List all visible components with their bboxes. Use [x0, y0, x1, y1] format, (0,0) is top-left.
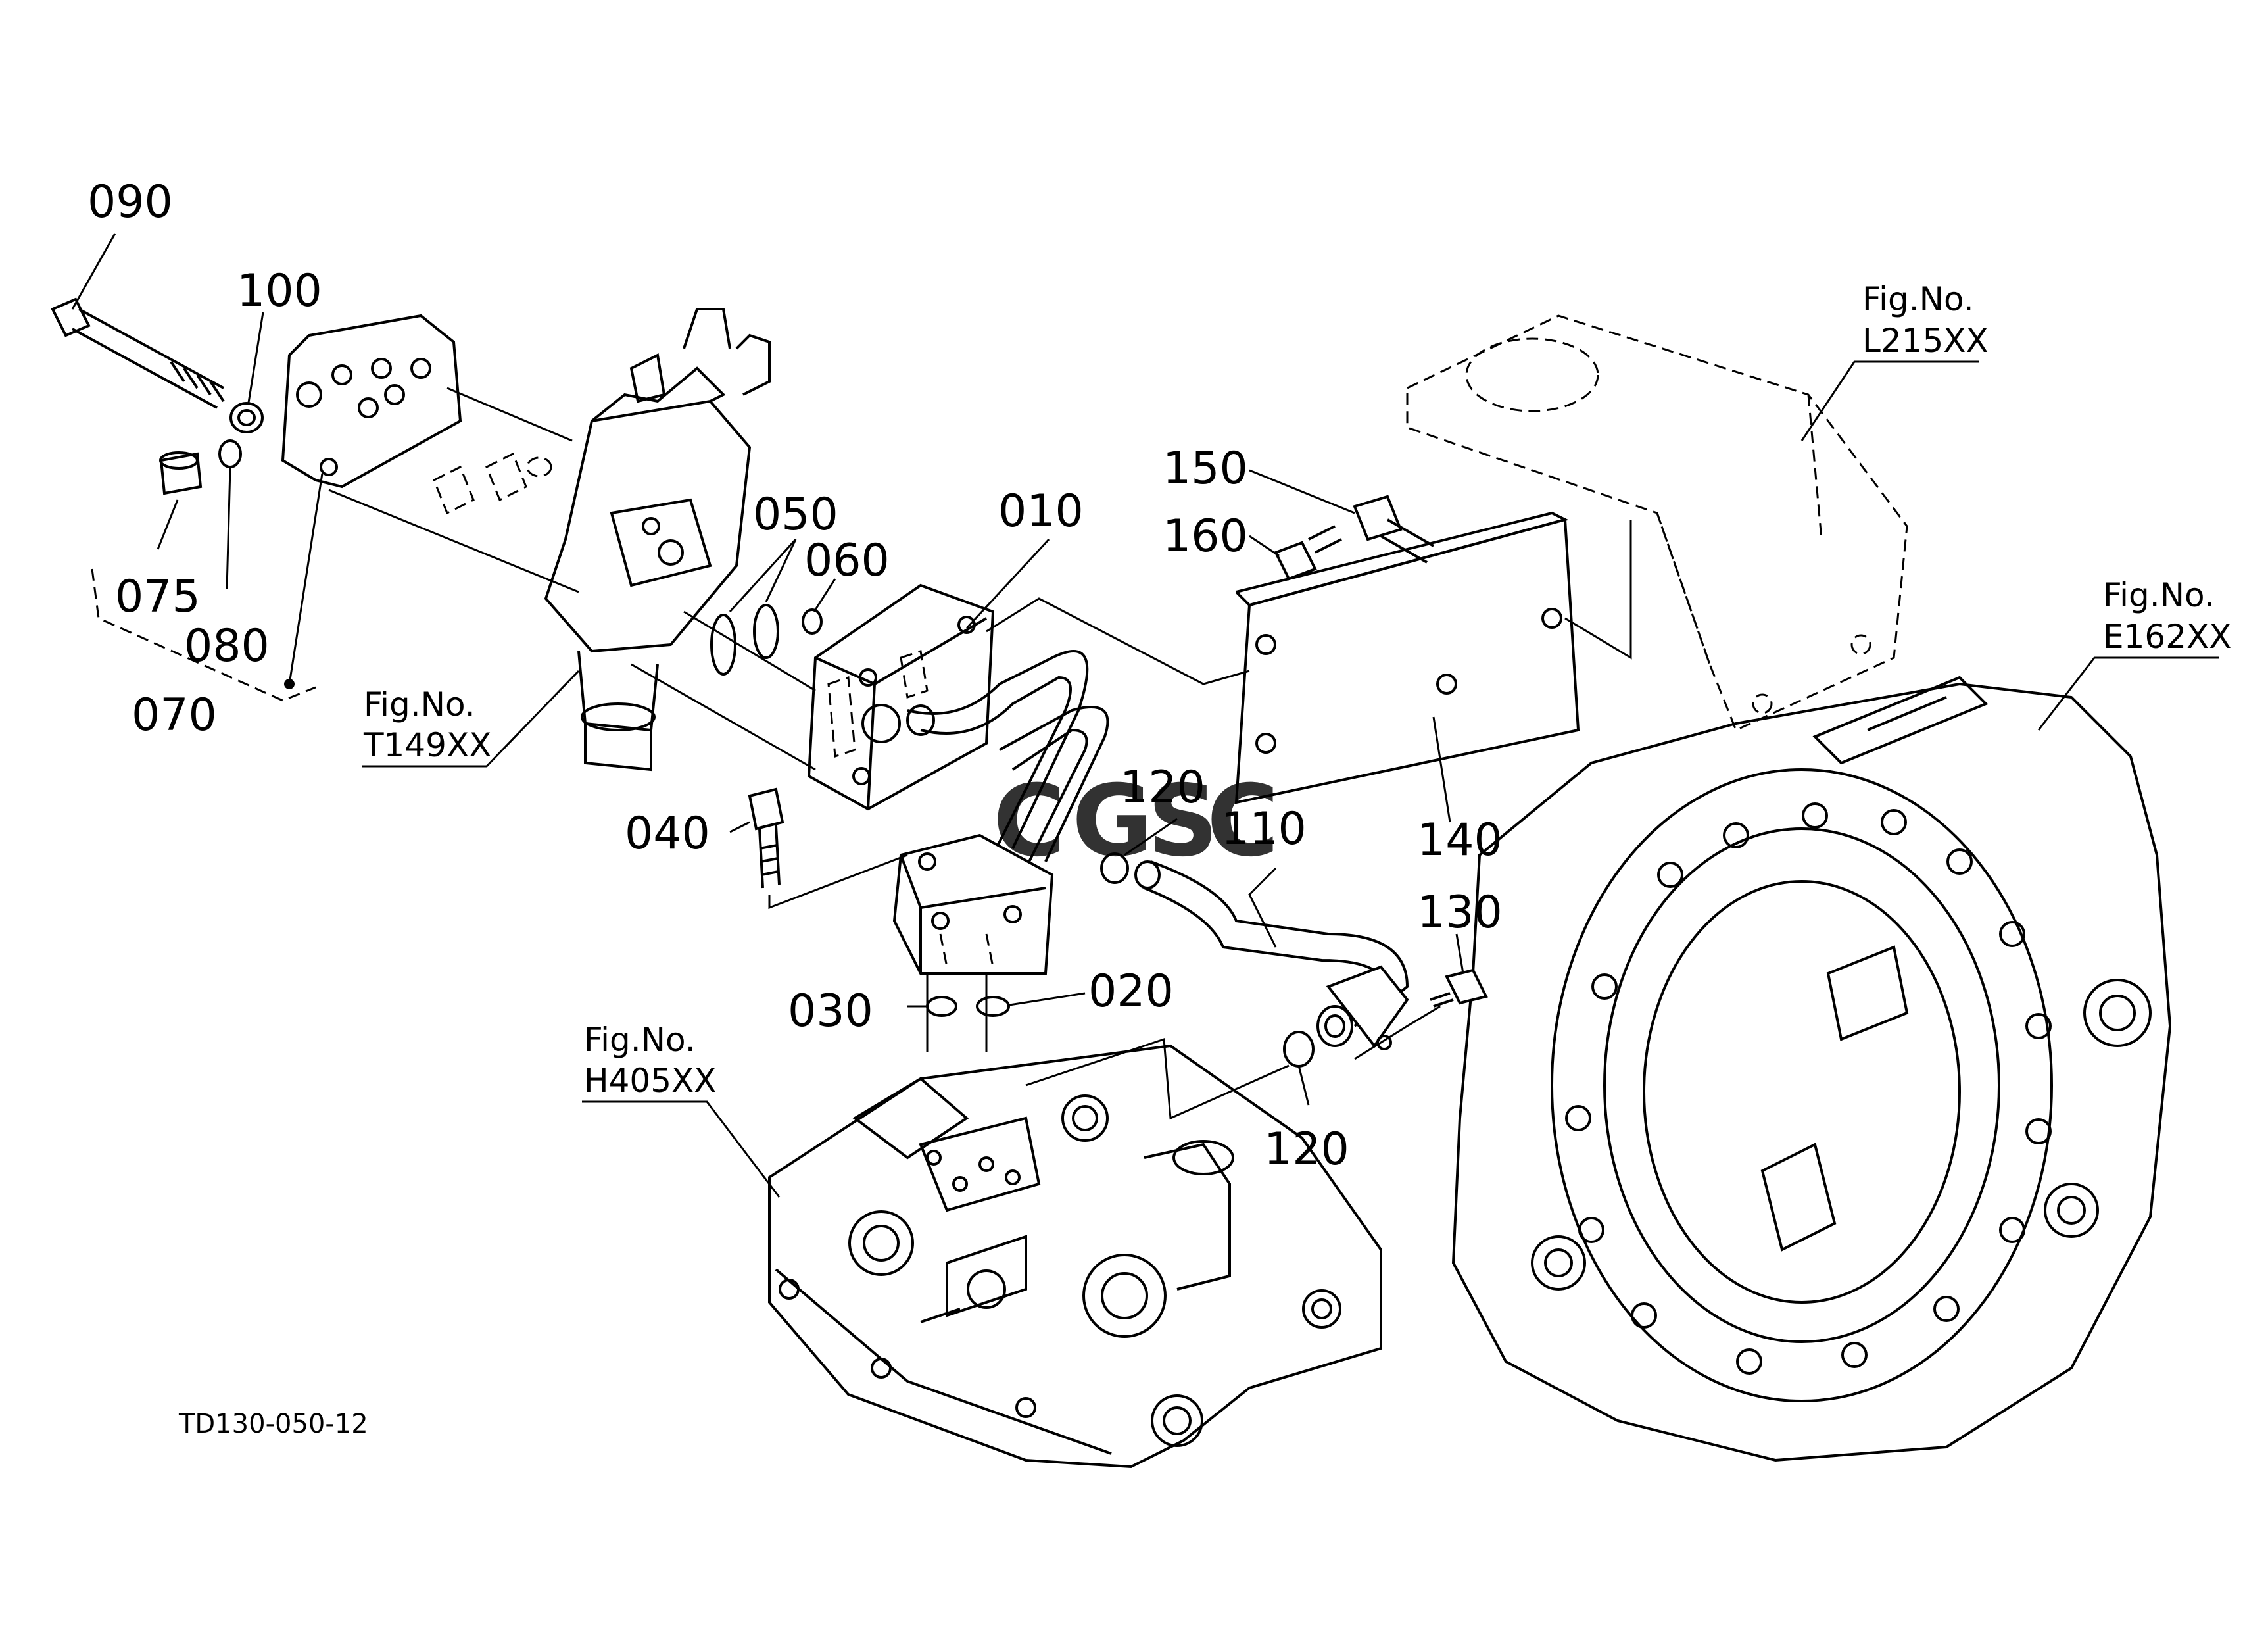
label-part-020: 020 [1088, 966, 1174, 1018]
part-010-pipes [906, 650, 1109, 869]
assembly-lines [284, 387, 1632, 1120]
part-130-bolt [1430, 968, 1488, 1008]
part-070-cover-plate [281, 314, 462, 489]
part-120-oring-lower [1283, 1031, 1315, 1068]
part-040-bolt [748, 787, 784, 889]
fig-l215-number: L215XX [1862, 322, 1989, 360]
label-part-130: 130 [1417, 887, 1503, 939]
part-140-bracket [1234, 511, 1580, 804]
fig-l215-bracket [1406, 314, 1908, 732]
part-075-plug [159, 451, 203, 495]
part-010-adapter-block [807, 583, 995, 811]
part-050-orings [710, 604, 779, 676]
fig-l215-label: Fig.No. [1862, 280, 1974, 318]
label-part-060: 060 [804, 535, 890, 587]
label-part-140: 140 [1417, 814, 1503, 866]
label-part-150: 150 [1163, 443, 1248, 495]
part-010-lower-flange [892, 833, 1054, 975]
fig-e162-number: E162XX [2103, 618, 2232, 656]
part-060-oring [802, 608, 823, 635]
watermark-letter-c2: C [1207, 764, 1279, 879]
diagram-code: TD130-050-12 [178, 1409, 368, 1439]
watermark-letter-s: S [1147, 764, 1218, 879]
fig-e162-label: Fig.No. [2103, 576, 2215, 614]
label-part-030: 030 [788, 985, 873, 1037]
part-030-oring [926, 996, 957, 1017]
label-part-040: 040 [625, 808, 710, 860]
label-part-050: 050 [753, 489, 838, 541]
fig-h405-label: Fig.No. [584, 1021, 696, 1059]
part-number-labels: 090 100 075 080 070 050 060 010 040 030 … [87, 176, 1503, 1175]
watermark-letter-g: G [1072, 764, 1153, 879]
fig-t149-label: Fig.No. [364, 685, 475, 724]
housing-bolt-holes [1565, 802, 2052, 1375]
label-part-110: 110 [1221, 803, 1307, 855]
part-150-bolt [1353, 495, 1434, 564]
watermark-letter-c1: C [993, 764, 1065, 879]
part-090-bolt [51, 297, 225, 409]
label-part-100: 100 [237, 265, 322, 317]
part-110-pipe [1134, 860, 1409, 1050]
label-part-010: 010 [998, 485, 1084, 537]
cgsc-watermark: C G S C [993, 764, 1279, 879]
fig-t149-number: T149XX [363, 726, 491, 764]
label-part-160: 160 [1163, 510, 1248, 562]
fig-h405-valve-body [768, 1044, 1382, 1469]
part-080-oring [218, 439, 242, 468]
label-part-080: 080 [184, 620, 270, 672]
part-020-oring [976, 996, 1010, 1017]
label-part-090: 090 [87, 176, 173, 228]
figure-reference-labels: Fig.No. T149XX Fig.No. H405XX Fig.No. L2… [363, 280, 2232, 1100]
part-100-washer [229, 402, 264, 433]
fig-t149-control-valve [433, 308, 771, 772]
part-number-leaders [71, 233, 1464, 1106]
figure-reference-leaders [362, 360, 2219, 1198]
label-part-120-upper: 120 [1120, 762, 1205, 814]
part-120-oring-upper [1100, 852, 1129, 884]
fig-h405-number: H405XX [584, 1062, 717, 1100]
label-part-120-lower: 120 [1264, 1123, 1349, 1175]
part-160-bolt [1274, 525, 1342, 581]
label-part-070: 070 [132, 689, 217, 741]
fig-e162-housing [1451, 676, 2172, 1462]
label-part-075: 075 [115, 571, 201, 623]
